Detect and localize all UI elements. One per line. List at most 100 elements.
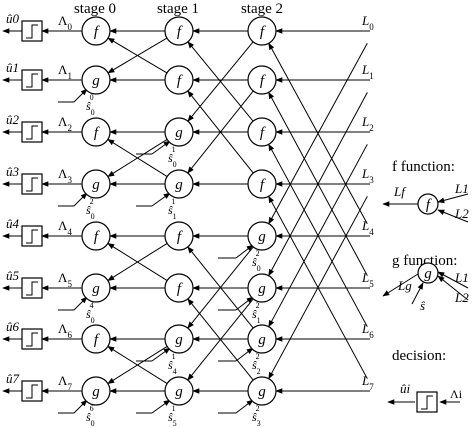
stage-1-node-0: [164, 16, 194, 46]
decision-output-1: û1: [6, 60, 19, 75]
stage0-partial-sum-1: ŝ02: [86, 197, 95, 221]
stage2-partial-sum-0: ŝ02: [252, 249, 261, 273]
lambda-1: Λ1: [58, 62, 72, 81]
legend-decision-title: decision:: [392, 348, 446, 364]
stage-1-node-label-4: f: [177, 229, 183, 245]
decision-output-3: û3: [6, 164, 20, 179]
lambda-5: Λ5: [58, 270, 72, 289]
legend-f-title: f function:: [392, 159, 455, 175]
stage1-partial-sum-3: ŝ51: [168, 404, 177, 428]
legend-g-title: g function:: [392, 253, 457, 269]
llr-input-2: L2: [361, 114, 374, 133]
lambda-6: Λ6: [58, 321, 72, 340]
stage-2-node-0: [247, 16, 277, 46]
lambda-7: Λ7: [58, 373, 72, 392]
decision-output-4: û4: [6, 216, 20, 231]
stage1-partial-sum-1: ŝ11: [168, 197, 177, 221]
decision-output-2: û2: [6, 112, 20, 127]
stage-1-node-label-5: f: [177, 281, 183, 297]
stage0-partial-sum-3: ŝ06: [86, 404, 95, 428]
stage-0-header: stage 0: [74, 1, 116, 17]
lambda-0: Λ0: [58, 13, 72, 32]
stage-1-node-label-7: g: [175, 384, 183, 400]
legend-g-in2: L2: [454, 290, 469, 305]
decision-output-7: û7: [6, 371, 20, 386]
stage2-partial-sum-1: ŝ12: [252, 301, 261, 325]
stage-2-node-label-1: f: [260, 73, 266, 89]
llr-input-4: L4: [361, 218, 374, 237]
stage-0-node-label-4: f: [94, 229, 100, 245]
legend-g-side: ŝ: [420, 298, 426, 313]
legend-f-out: Lf: [393, 184, 407, 199]
stage-0-node-label-1: g: [92, 73, 100, 89]
legend-f-node: f: [426, 197, 432, 213]
stage-0-node-7: [81, 376, 111, 406]
stage-0-node-1: [81, 65, 111, 95]
decision-output-5: û5: [6, 268, 20, 283]
stage1-partial-sum-0: ŝ01: [168, 145, 177, 169]
stage-2-node-3: [247, 169, 277, 199]
stage-0-node-label-7: g: [92, 384, 100, 400]
stage-1-node-label-3: g: [175, 177, 183, 193]
stage0-partial-sum-0: ŝ00: [86, 93, 95, 117]
stage-2-node-5: [247, 273, 277, 303]
stage-2-node-label-7: g: [258, 384, 266, 400]
legend-g-node: g: [424, 266, 432, 282]
stage0-partial-sum-2: ŝ04: [86, 301, 95, 325]
lambda-4: Λ4: [58, 218, 72, 237]
legend-f-in1: L1: [454, 181, 469, 196]
stage2-partial-sum-3: ŝ32: [252, 404, 261, 428]
butterfly-connections: [2, 28, 370, 414]
stage-0-node-3: [81, 169, 111, 199]
stage-0-node-5: [81, 273, 111, 303]
legend-f-in2: L2: [454, 206, 469, 221]
llr-input-5: L5: [361, 270, 374, 289]
stage-0-node-label-2: f: [94, 125, 100, 141]
llr-input-1: L1: [361, 62, 374, 81]
stage-0-node-6: [81, 324, 111, 354]
llr-input-7: L7: [361, 373, 374, 392]
stage-2-node-4: [247, 221, 277, 251]
legend-g-in1: L1: [454, 270, 469, 285]
stage-2-node-7: [247, 376, 277, 406]
stage-2-node-label-6: g: [258, 332, 266, 348]
stage-1-node-label-6: g: [175, 332, 183, 348]
stage-1-node-6: [164, 324, 194, 354]
stage-2-node-label-0: f: [260, 24, 266, 40]
stage-0-node-label-3: g: [92, 177, 100, 193]
stage-1-node-4: [164, 221, 194, 251]
stage-1-node-1: [164, 65, 194, 95]
stage-2-node-label-2: f: [260, 125, 266, 141]
llr-input-3: L3: [361, 166, 374, 185]
stage-1-header: stage 1: [157, 1, 199, 17]
stage-0-node-0: [81, 16, 111, 46]
stage-2-node-2: [247, 117, 277, 147]
llr-input-0: L0: [361, 13, 374, 32]
stage-1-node-5: [164, 273, 194, 303]
stage-2-node-label-4: g: [258, 229, 266, 245]
legend-f-function: f function: f Lf L1 L2: [382, 159, 469, 223]
stage-2-node-1: [247, 65, 277, 95]
stage1-partial-sum-2: ŝ41: [168, 352, 177, 376]
lambda-2: Λ2: [58, 114, 72, 133]
stage-2-header: stage 2: [241, 1, 283, 17]
stage-0-node-2: [81, 117, 111, 147]
stage-0-node-4: [81, 221, 111, 251]
stage-1-node-label-1: f: [177, 73, 183, 89]
stage-1-node-2: [164, 117, 194, 147]
stage-1-node-label-0: f: [177, 24, 183, 40]
legend-g-out: Lg: [397, 278, 412, 293]
stage-1-node-3: [164, 169, 194, 199]
legend-decision-out: ûi: [400, 381, 411, 396]
stage-0-node-label-0: f: [94, 24, 100, 40]
stage2-partial-sum-2: ŝ22: [252, 352, 261, 376]
legend-decision-in: Λi: [450, 387, 463, 401]
decision-output-0: û0: [6, 11, 20, 26]
stage-0-node-label-5: g: [92, 281, 100, 297]
legend-decision: decision: ûi Λi: [387, 348, 463, 413]
stage-1-node-label-2: g: [175, 125, 183, 141]
stage-0-node-label-6: f: [94, 332, 100, 348]
